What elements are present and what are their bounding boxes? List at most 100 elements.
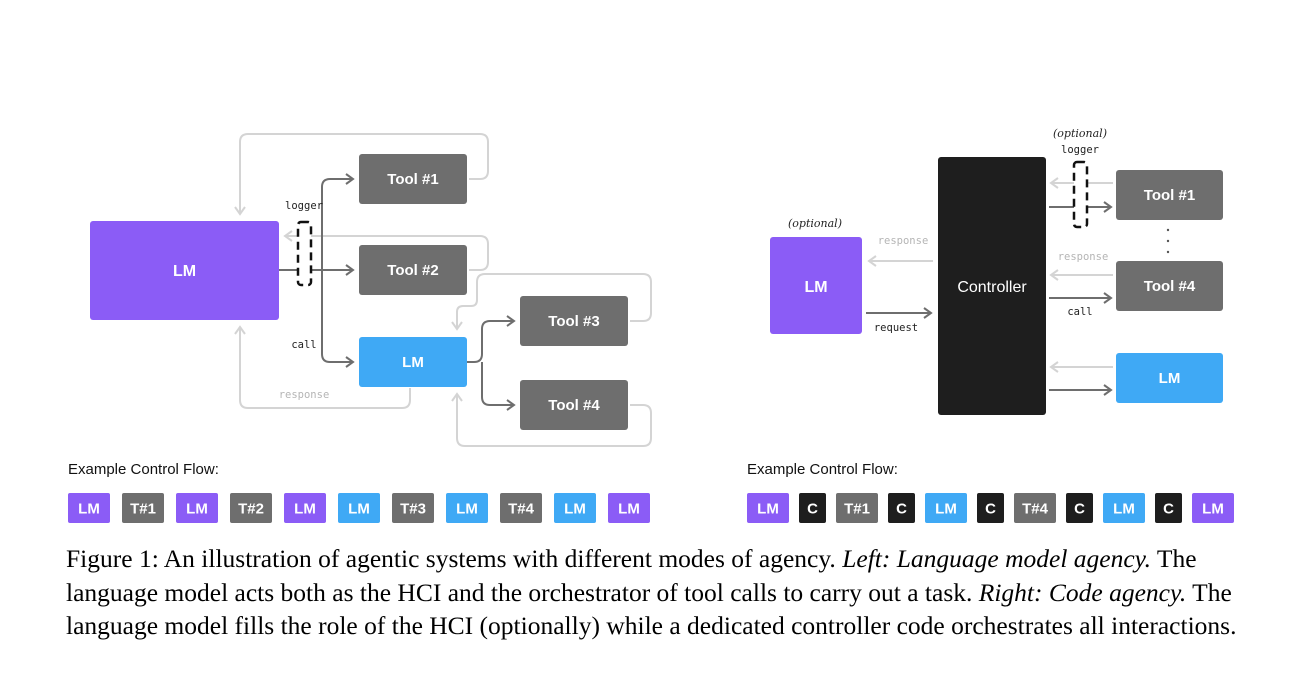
right-flow-chip-label: C [985,501,996,518]
left-flow-title: Example Control Flow: [68,461,219,478]
right-flow-chip-label: C [1163,501,1174,518]
left-sublm-to-tool3 [466,315,516,363]
right-flow-chip-label: C [896,501,907,518]
left-flow-chip [392,493,434,523]
left-flow-chip [500,493,542,523]
left-flow-chip-label: T#3 [400,501,426,518]
right-flow-chip [1192,493,1234,523]
left-flow-chip-label: LM [618,501,640,518]
left-tool4-label: Tool #4 [548,397,600,414]
left-flow-chip [446,493,488,523]
left-loop-tool1-to-lm [234,133,489,216]
right-call-label: call [1067,306,1092,318]
left-logger-tap [296,220,313,287]
right-flow-title: Example Control Flow: [747,461,898,478]
right-lm-main-box [770,237,862,334]
left-flow-chips: LM T#1 LM T#2 LM LM T#3 LM T#4 LM LM [68,493,650,523]
left-flow-chip-label: LM [564,501,586,518]
caption-left-title: Left: Language model agency. [842,544,1151,573]
right-flow-chip-label: C [807,501,818,518]
left-flow-chip-label: LM [294,501,316,518]
left-flow-chip-label: T#4 [508,501,535,518]
caption-right-text: The language model fills the role of the… [66,577,1237,641]
left-flow-chip-label: LM [348,501,370,518]
left-tool2-box [359,245,467,295]
left-flow-chip-label: T#1 [130,501,156,518]
left-tool2-label: Tool #2 [387,262,438,279]
right-optional-logger-label: (optional) [1053,127,1107,140]
right-logger-tap [1072,160,1089,229]
left-lm-sub-box [359,337,467,387]
figure-caption: Figure 1: An illustration of agentic sys… [66,542,1256,643]
right-tool4-label: Tool #4 [1144,278,1196,295]
right-tool4-box [1116,261,1223,311]
left-flow-chip [284,493,326,523]
left-loop-tool2-to-lm [283,230,489,271]
left-loop-tool4-to-sublm [451,392,652,447]
right-response-top-label: response [878,235,929,247]
right-request-label: request [874,322,918,334]
left-call-to-tool1 [321,173,355,270]
left-tool3-label: Tool #3 [548,313,599,330]
left-loop-tool3-to-sublm [451,273,652,331]
right-flow-chip-label: T#1 [844,501,870,518]
right-controller-label: Controller [957,279,1027,296]
left-response-label: response [279,389,330,401]
left-tool3-box [520,296,628,346]
left-flow-chip [338,493,380,523]
right-lm-sub-box [1116,353,1223,403]
right-flow-chip [836,493,878,523]
right-flow-chip-label: LM [1113,501,1135,518]
right-flow-chip [1155,493,1182,523]
right-lm-sub-label: LM [1159,370,1181,387]
left-flow-chip [608,493,650,523]
left-tool1-box [359,154,467,204]
right-response-tool-label: response [1058,251,1109,263]
right-controller-box [938,157,1046,415]
right-tool1-label: Tool #1 [1144,187,1195,204]
left-flow-chip [230,493,272,523]
left-tool4-box [520,380,628,430]
left-logger-label: logger [285,200,323,212]
right-flow-chip [747,493,789,523]
right-flow-chip [925,493,967,523]
left-call-label: call [291,339,316,351]
left-lm-main-box [90,221,279,320]
left-lm-sub-label: LM [402,354,424,371]
right-flow-chip [977,493,1004,523]
left-flow-chip [554,493,596,523]
right-flow-chip-label: C [1074,501,1085,518]
left-call-to-sublm [321,270,355,368]
caption-right-title: Right: Code agency. [978,577,1187,607]
right-flow-chip [888,493,915,523]
right-diagram: (optional) logger response request respo… [747,127,1234,523]
caption-left-text: The language model acts both as the HCI … [66,544,1197,607]
left-flow-chip [122,493,164,523]
right-flow-chip-label: T#4 [1022,501,1049,518]
left-flow-chip-label: LM [186,501,208,518]
left-loop-lm-response [234,325,411,409]
right-flow-chip-label: LM [935,501,957,518]
left-tool1-label: Tool #1 [387,171,438,188]
left-flow-chip-label: LM [456,501,478,518]
right-flow-chip [799,493,826,523]
left-lm-main-label: LM [173,263,196,280]
left-sublm-to-tool4 [481,362,516,411]
caption-lead: Figure 1: An illustration of agentic sys… [66,544,843,573]
right-flow-chip [1066,493,1093,523]
right-flow-chip [1014,493,1056,523]
right-ellipsis-dots [1166,228,1170,254]
right-flow-chip-label: LM [1202,501,1224,518]
figure-diagrams: logger call response LM Tool #1 Tool #2 … [68,127,1234,523]
right-optional-lm-label: (optional) [788,217,842,230]
right-flow-chips: LM C T#1 C LM C T#4 C LM C LM [747,493,1234,523]
right-lm-main-label: LM [804,279,827,296]
right-flow-chip [1103,493,1145,523]
left-flow-chip [176,493,218,523]
left-diagram: logger call response LM Tool #1 Tool #2 … [68,133,652,523]
right-flow-chip-label: LM [757,501,779,518]
right-tool1-box [1116,170,1223,220]
right-logger-label: logger [1061,144,1099,156]
left-flow-chip-label: LM [78,501,100,518]
left-flow-chip-label: T#2 [238,501,264,518]
